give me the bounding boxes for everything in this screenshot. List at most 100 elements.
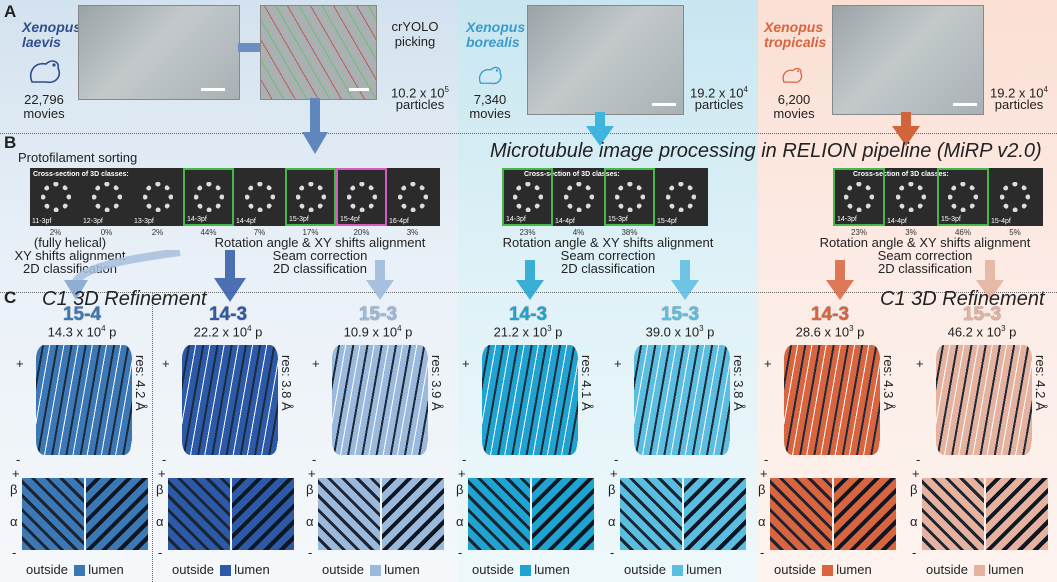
tropicalis-steps-line2: Seam correction (877, 248, 973, 263)
class-percentage: 20% (353, 228, 370, 237)
outside-label: outside (926, 562, 968, 577)
class-cell: 14-3pf (833, 168, 885, 226)
scale-bar (201, 88, 225, 91)
cross-section-ring (1000, 182, 1030, 212)
class-percentage: 38% (621, 228, 638, 237)
cross-section-ring (91, 182, 122, 212)
map-title: 14-3 (508, 304, 548, 325)
outside-label: outside (172, 562, 214, 577)
lumen-label: lumen (686, 562, 722, 577)
laevis-movies-label: movies (23, 106, 65, 121)
class-label: 15-4pf (657, 218, 677, 225)
class-label: 16-4pf (389, 218, 409, 225)
borealis-movies-label: movies (469, 106, 511, 121)
map-particle-count: 14.3 x 104 p (47, 324, 117, 340)
lumen-label: lumen (384, 562, 420, 577)
cross-section-ring (244, 182, 275, 212)
map-title: 14-3 (208, 304, 248, 325)
minus-sign: - (916, 452, 921, 467)
outside-label: outside (624, 562, 666, 577)
outside-detail (468, 478, 530, 550)
class-cell: 15-4pf (989, 168, 1041, 226)
minus-sign: - (458, 545, 463, 560)
outside-label: outside (26, 562, 68, 577)
class-cell: 15-4pf (336, 168, 387, 226)
class-label: 14-3pf (506, 216, 526, 223)
frog-icon (478, 66, 502, 85)
cross-section-ring (665, 182, 696, 212)
tropicalis-particles-count: 19.2 x 104 (990, 85, 1048, 101)
map-title: 15-3 (962, 304, 1002, 325)
outside-detail (168, 478, 230, 550)
borealis-particles-count: 19.2 x 104 (690, 85, 748, 101)
class-percentage: 7% (253, 228, 266, 237)
lumen-detail (382, 478, 444, 550)
map-title: 15-4 (62, 304, 102, 325)
arrow-borealis-down (586, 112, 614, 146)
beta-label: β (910, 482, 918, 497)
laevis-name-line2: laevis (22, 34, 61, 50)
color-swatch (370, 565, 381, 576)
beta-label: β (608, 482, 616, 497)
class-percentage: 23% (850, 228, 867, 237)
laevis-steps-line2: Seam correction (272, 248, 368, 263)
frog-icon (782, 67, 803, 83)
separator-vertical (152, 292, 153, 582)
cross-section-ring (346, 182, 377, 212)
class-cell: 14-4pf (234, 168, 285, 226)
tropicalis-movies-count: 6,200 (777, 92, 811, 107)
alpha-label: α (306, 514, 314, 529)
minus-sign: - (462, 452, 467, 467)
tropicalis-movies-label: movies (773, 106, 815, 121)
map-title: 14-3 (810, 304, 850, 325)
class-cell: 15-3pf (285, 168, 336, 226)
lumen-detail (684, 478, 746, 550)
class-percentage: 17% (302, 228, 319, 237)
color-swatch (672, 565, 683, 576)
minus-sign: - (16, 452, 21, 467)
class-label: 15-3pf (941, 216, 961, 223)
alpha-label: α (456, 514, 464, 529)
density-map (634, 345, 730, 455)
outside-detail (770, 478, 832, 550)
lumen-detail (834, 478, 896, 550)
lumen-label: lumen (534, 562, 570, 577)
resolution-label: res: 4.2 Å (1033, 355, 1048, 411)
minus-sign: - (308, 545, 313, 560)
density-map (182, 345, 278, 455)
borealis-particles-label: particles (694, 97, 744, 112)
class-cell: 15-4pf (655, 168, 706, 226)
borealis-name-line2: borealis (466, 34, 520, 50)
panel-letter-a: A (4, 2, 17, 21)
arrow-tropicalis-down (892, 112, 920, 146)
laevis-name-line1: Xenopus (22, 19, 82, 35)
class-percentage: 23% (519, 228, 536, 237)
borealis-steps-line2: Seam correction (560, 248, 656, 263)
color-swatch (974, 565, 985, 576)
resolution-label: res: 4.2 Å (133, 355, 148, 411)
laevis-particles-count: 10.2 x 105 (391, 85, 449, 101)
lumen-detail (232, 478, 294, 550)
class-label: 14-4pf (236, 218, 256, 225)
cross-section-ring (896, 182, 926, 212)
cross-section-ring (193, 182, 224, 212)
outside-label: outside (322, 562, 364, 577)
class-cell: 14-4pf (885, 168, 937, 226)
lumen-label: lumen (836, 562, 872, 577)
class-cell: 14-4pf (553, 168, 604, 226)
beta-label: β (758, 482, 766, 497)
density-map (332, 345, 428, 455)
density-map (482, 345, 578, 455)
class-percentage: 3% (406, 228, 419, 237)
map-particle-count: 46.2 x 103 p (947, 324, 1017, 340)
map-particle-count: 28.6 x 103 p (795, 324, 865, 340)
minus-sign: - (162, 452, 167, 467)
beta-label: β (456, 482, 464, 497)
tropicalis-steps-line3: 2D classification (878, 261, 972, 276)
cross-section-ring (614, 182, 645, 212)
refinement-title-left: C1 3D Refinement (42, 288, 207, 310)
density-map (936, 345, 1032, 455)
class-percentage: 4% (572, 228, 585, 237)
plus-sign: + (916, 356, 924, 371)
borealis-steps-line3: 2D classification (561, 261, 655, 276)
